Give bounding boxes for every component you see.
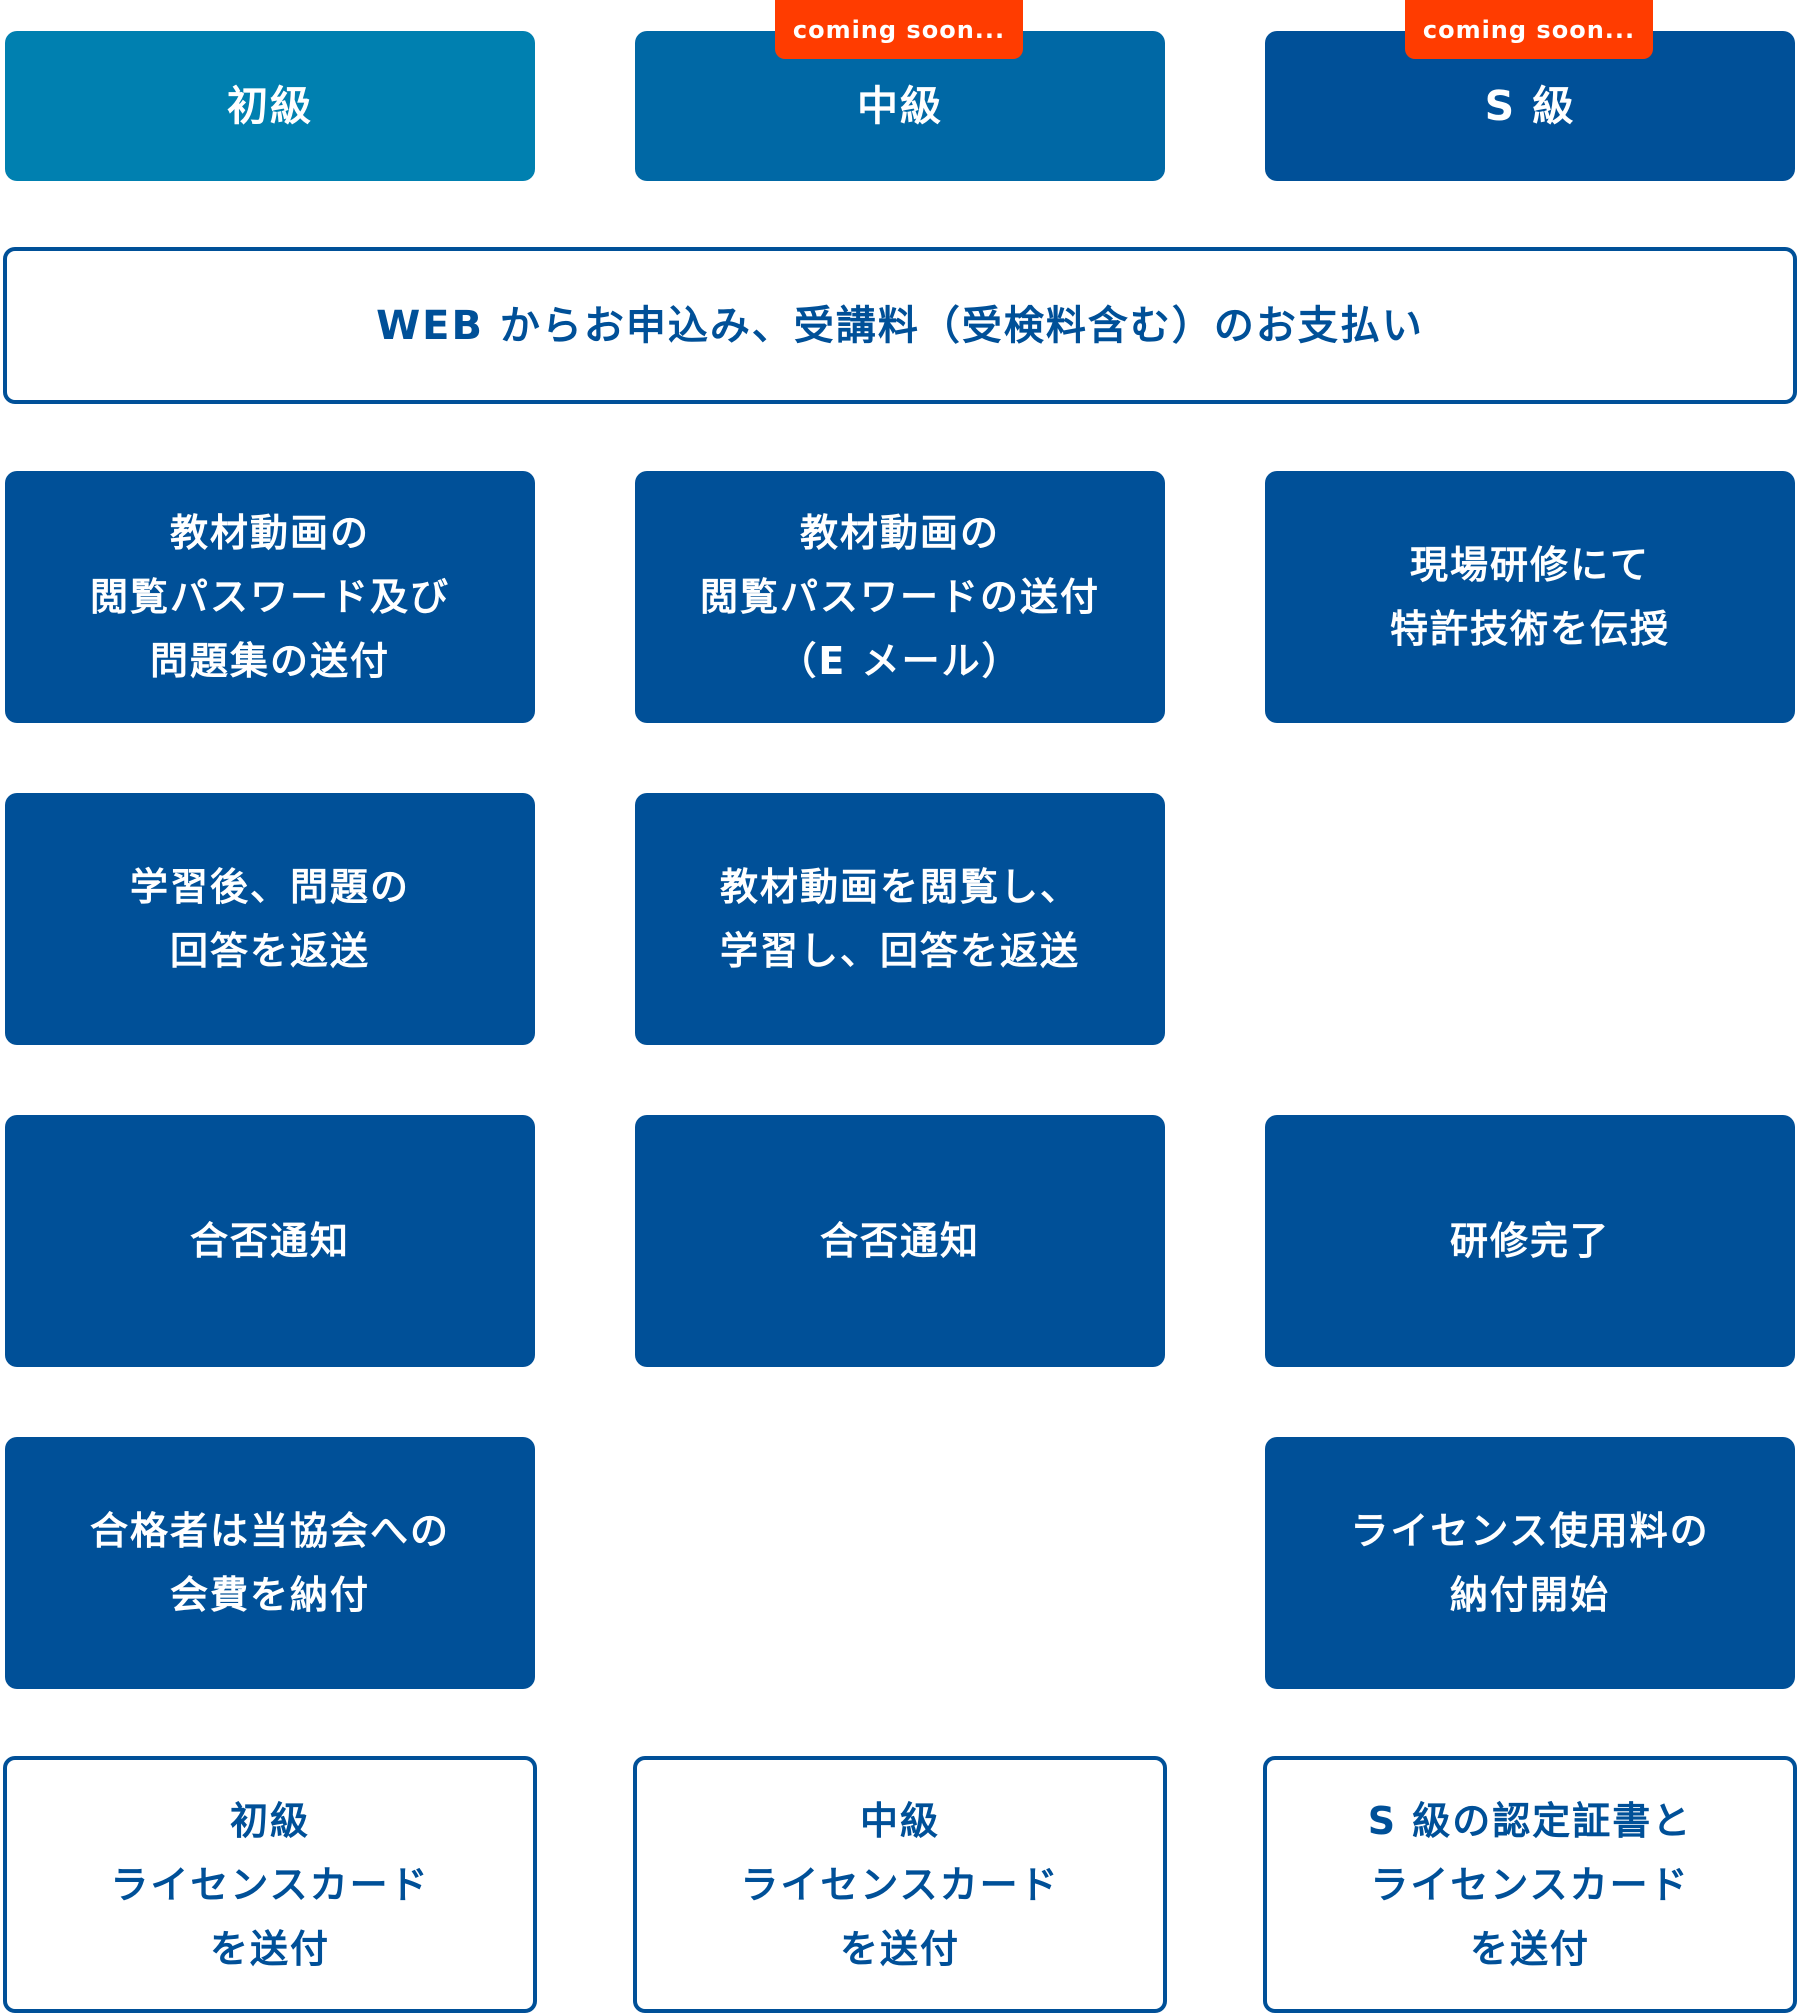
intermediate-step-2: 教材動画を閲覧し、 学習し、回答を返送 <box>635 793 1165 1045</box>
beginner-step-4: 合格者は当協会への 会費を納付 <box>5 1437 535 1689</box>
coming-soon-badge: coming soon... <box>1405 0 1653 59</box>
coming-soon-badge: coming soon... <box>775 0 1023 59</box>
level-s[interactable]: S 級 <box>1265 31 1795 181</box>
beginner-step-5: 初級 ライセンスカード を送付 <box>3 1756 537 2013</box>
s-level-step-3: ライセンス使用料の 納付開始 <box>1265 1437 1795 1689</box>
application-payment-step: WEB からお申込み、受講料（受検料含む）のお支払い <box>3 247 1797 404</box>
beginner-step-1: 教材動画の 閲覧パスワード及び 問題集の送付 <box>5 471 535 723</box>
intermediate-step-4: 中級 ライセンスカード を送付 <box>633 1756 1167 2013</box>
level-beginner[interactable]: 初級 <box>5 31 535 181</box>
s-level-step-2: 研修完了 <box>1265 1115 1795 1367</box>
beginner-step-2: 学習後、問題の 回答を返送 <box>5 793 535 1045</box>
intermediate-step-3: 合否通知 <box>635 1115 1165 1367</box>
s-level-step-1: 現場研修にて 特許技術を伝授 <box>1265 471 1795 723</box>
intermediate-step-1: 教材動画の 閲覧パスワードの送付 （E メール） <box>635 471 1165 723</box>
s-level-step-4: S 級の認定証書と ライセンスカード を送付 <box>1263 1756 1797 2013</box>
beginner-step-3: 合否通知 <box>5 1115 535 1367</box>
